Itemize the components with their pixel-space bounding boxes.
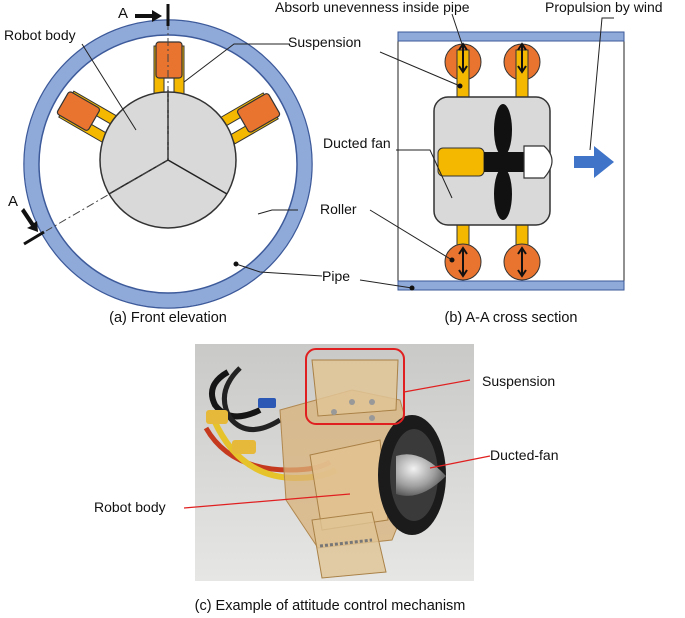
- top-roller: [155, 41, 183, 79]
- caption-section: (b) A-A cross section: [445, 310, 578, 326]
- front-elevation: A A Robot body Suspension Roller Pipe (a…: [4, 4, 361, 326]
- fan-blade-top: [494, 104, 512, 156]
- label-suspension: Suspension: [288, 34, 361, 50]
- fan-motor: [437, 147, 485, 177]
- section-mark-left: A: [8, 193, 18, 210]
- photo-highlight-box: [305, 348, 405, 425]
- cross-section: Absorb unevenness inside pipe Propulsion…: [275, 0, 663, 326]
- right-roller: [236, 93, 281, 133]
- photo-suspension-bracket: [311, 359, 399, 417]
- connector-1: [206, 410, 228, 424]
- cable-black-2: [221, 366, 282, 432]
- label-propulsion: Propulsion by wind: [545, 0, 663, 15]
- label-photo-suspension: Suspension: [482, 373, 555, 389]
- section-mark-top: A: [118, 5, 128, 22]
- label-pipe: Pipe: [322, 268, 350, 284]
- cable-black: [209, 369, 262, 420]
- leader-suspension: [183, 43, 290, 83]
- pipe-wall-top: [397, 31, 625, 42]
- screw-3: [369, 415, 375, 421]
- leader-roller-b: [369, 209, 453, 261]
- caption-photo: (c) Example of attitude control mechanis…: [195, 598, 466, 614]
- leader-suspension-b-dot: [457, 83, 463, 89]
- leader-photo-ducted-fan: [429, 455, 491, 469]
- leader-pipe: [235, 263, 323, 277]
- label-photo-ducted-fan: Ducted-fan: [490, 447, 558, 463]
- connector-blue: [258, 398, 276, 408]
- leader-ducted-fan: [396, 149, 453, 199]
- propulsion-arrow: [574, 146, 614, 178]
- section-mark-left-bar: [23, 230, 45, 246]
- pipe-wall-bottom: [397, 280, 625, 291]
- label-photo-robot-body: Robot body: [94, 499, 166, 515]
- right-suspension: [219, 92, 281, 145]
- leader-roller-b-dot: [449, 257, 455, 263]
- label-roller: Roller: [320, 201, 357, 217]
- photo-panel: Suspension Ducted-fan Robot body (c) Exa…: [94, 344, 558, 614]
- fan-blade-bottom: [494, 168, 512, 220]
- top-suspension: [153, 41, 185, 97]
- leader-pipe-b: [359, 279, 413, 289]
- leader-robot-body: [81, 43, 137, 131]
- leader-roller: [257, 209, 298, 215]
- photo-spring: [319, 538, 373, 548]
- screw-2: [349, 399, 355, 405]
- screw-4: [369, 399, 375, 405]
- photo-lower-bracket: [311, 511, 387, 579]
- leader-suspension-b: [379, 51, 461, 87]
- leader-photo-suspension: [403, 379, 471, 393]
- photo-fan-cone: [396, 454, 446, 496]
- section-arrow-top: [135, 10, 162, 22]
- label-absorb: Absorb unevenness inside pipe: [275, 0, 470, 15]
- leader-propulsion: [589, 17, 614, 151]
- fan-nose-cone: [523, 145, 553, 179]
- leader-pipe-b-dot: [409, 285, 415, 291]
- leader-absorb: [451, 13, 463, 45]
- left-suspension: [56, 90, 118, 143]
- photo-body-front: [309, 439, 389, 531]
- leader-pipe-dot: [233, 261, 239, 267]
- connector-2: [232, 440, 256, 454]
- label-robot-body: Robot body: [4, 27, 76, 43]
- label-ducted-fan: Ducted fan: [323, 135, 391, 151]
- caption-front: (a) Front elevation: [109, 310, 227, 326]
- fan-hub: [484, 152, 524, 172]
- left-roller: [56, 91, 101, 131]
- leader-photo-robot-body: [183, 493, 351, 509]
- screw-1: [331, 409, 337, 415]
- section-arrow-left: [21, 208, 38, 232]
